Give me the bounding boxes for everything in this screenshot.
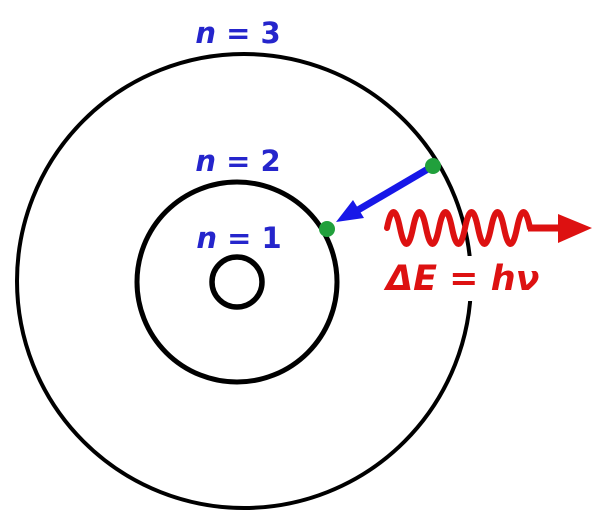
orbit-circle-n2 <box>134 179 340 385</box>
orbit-label-n3-value: = 3 <box>215 16 281 50</box>
orbit-label-n2-symbol: n <box>195 144 216 178</box>
transition-arrow-head-icon <box>336 200 364 222</box>
transition-arrow <box>336 162 435 222</box>
orbit-label-n2-value: = 2 <box>215 144 281 178</box>
nucleus-circle <box>209 254 265 310</box>
formula-halo <box>382 256 542 301</box>
electron-dot-n3 <box>425 158 441 174</box>
orbit-label-n1-symbol: n <box>196 221 217 255</box>
photon-wave <box>384 209 592 247</box>
photon-wave-path <box>384 209 533 247</box>
orbit-label-n2: n = 2 <box>195 147 280 176</box>
orbit-label-n1: n = 1 <box>196 224 281 253</box>
photon-arrow-head-icon <box>558 214 592 243</box>
orbit-label-n3: n = 3 <box>195 19 280 48</box>
orbit-label-n1-value: = 1 <box>216 221 282 255</box>
photon-energy-formula: ΔE = hν <box>386 259 540 299</box>
orbit-label-n3-symbol: n <box>195 16 216 50</box>
transition-arrow-shaft <box>356 162 435 214</box>
electron-dot-n2 <box>319 221 335 237</box>
